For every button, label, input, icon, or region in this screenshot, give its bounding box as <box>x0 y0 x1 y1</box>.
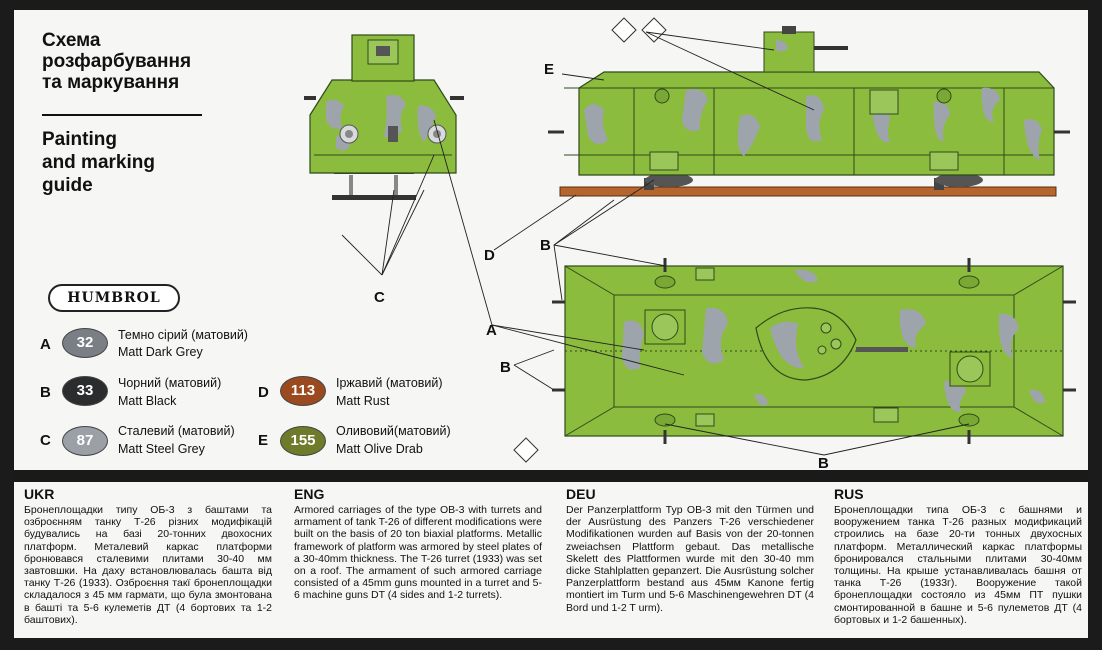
callout-a: A <box>486 322 497 339</box>
callout-c: C <box>374 289 385 306</box>
humbrol-logo: HUMBROL <box>48 284 180 312</box>
paint-chip: 87 <box>62 426 108 456</box>
front-view <box>304 34 464 200</box>
title-english: Painting and marking guide <box>42 129 155 196</box>
callout-d: D <box>484 247 495 264</box>
title-ukrainian: Схема розфарбування та маркування <box>42 30 192 93</box>
callout-b-left: B <box>500 359 511 376</box>
leader-lines <box>341 31 970 456</box>
text-column-eng: ENG Armored carriages of the type OB-3 w… <box>294 486 542 602</box>
paint-chip: 32 <box>62 328 108 358</box>
paint-chip: 33 <box>62 376 108 406</box>
instruction-sheet: Схема розфарбування та маркування Painti… <box>14 10 1088 638</box>
text-column-ukr: UKR Бронеплощадки типу ОБ-3 з баштами та… <box>24 486 272 626</box>
text-column-deu: DEU Der Panzerplattform Typ OB-3 mit den… <box>566 486 814 614</box>
painting-diagram: A B B B C D E <box>304 17 1076 470</box>
callout-b-side: B <box>540 237 551 254</box>
paint-chip: 155 <box>280 426 326 456</box>
paint-chip: 113 <box>280 376 326 406</box>
text-column-rus: RUS Бронеплощадки типа ОБ-3 с башнями и … <box>834 486 1082 626</box>
callout-b-bottom: B <box>818 455 829 470</box>
section-divider-band <box>14 470 1088 482</box>
title-divider <box>42 114 202 116</box>
callout-e: E <box>544 61 554 78</box>
side-view <box>548 26 1070 197</box>
top-view <box>552 258 1076 444</box>
marking-symbols <box>513 17 667 463</box>
